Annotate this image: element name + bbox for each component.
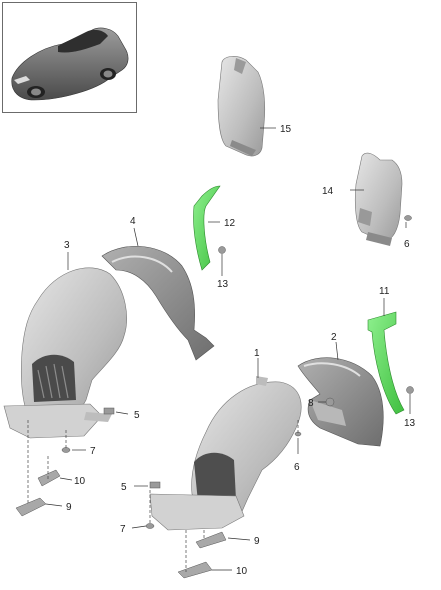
part-13a-screw	[218, 246, 226, 254]
callout-13b: 13	[404, 418, 416, 429]
callout-9a: 9	[66, 502, 72, 513]
callout-5b: 5	[121, 482, 127, 493]
callout-labels: 15 14 12 13 4 3 6 11 2 1 8 13 6 5 7 10 9…	[64, 124, 416, 577]
callout-1: 1	[254, 348, 260, 359]
part-12-seal	[193, 185, 221, 271]
part-6b-screw	[404, 215, 412, 221]
part-5a-clip	[103, 407, 115, 415]
callout-13a: 13	[217, 279, 229, 290]
callout-3: 3	[64, 240, 70, 251]
part-11-seal	[367, 311, 405, 415]
callout-12: 12	[224, 218, 236, 229]
part-10a-bracket	[37, 469, 61, 487]
callout-15: 15	[280, 124, 292, 135]
callout-9b: 9	[254, 536, 260, 547]
part-4-liner	[101, 245, 215, 361]
part-9a-bracket	[15, 497, 47, 517]
callout-5a: 5	[134, 410, 140, 421]
callout-6a: 6	[294, 462, 300, 473]
part-3-liner	[3, 267, 127, 439]
part-13b-screw	[406, 386, 414, 394]
part-15-cover	[217, 56, 266, 157]
callout-8: 8	[308, 398, 314, 409]
callout-6b: 6	[404, 239, 410, 250]
part-5b-clip	[149, 481, 161, 489]
part-2-liner	[297, 357, 384, 447]
callout-7a: 7	[90, 446, 96, 457]
callout-11: 11	[379, 286, 390, 297]
part-8-nut	[325, 397, 335, 407]
part-9b-bracket	[195, 531, 227, 549]
callout-4: 4	[130, 216, 136, 227]
callout-10b: 10	[236, 566, 248, 577]
part-7a-screw	[61, 447, 71, 453]
callout-10a: 10	[74, 476, 86, 487]
leader-lines	[45, 127, 411, 571]
assembly-lines	[27, 420, 299, 572]
vehicle-thumbnail	[11, 27, 129, 101]
callout-7b: 7	[120, 524, 126, 535]
part-7b-screw	[145, 523, 155, 529]
part-14-cover	[354, 152, 403, 246]
part-1-liner	[149, 376, 302, 531]
part-10b-bracket	[177, 561, 213, 579]
callout-2: 2	[331, 332, 337, 343]
callout-14: 14	[322, 186, 334, 197]
